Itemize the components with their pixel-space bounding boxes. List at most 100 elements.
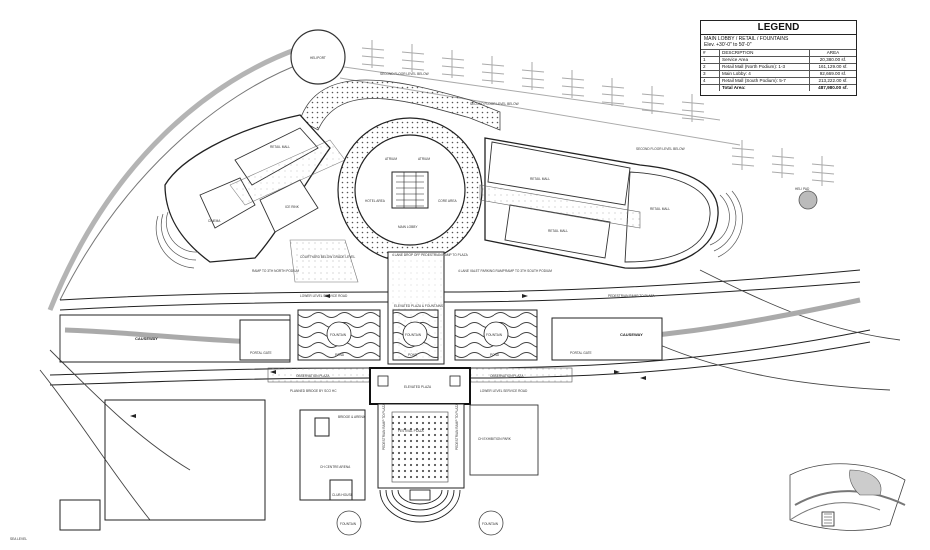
- east-fan-steps: [709, 190, 743, 258]
- causeway-west-label: CAUSEWAY: [135, 336, 158, 341]
- heli-pad-circle: [798, 190, 818, 210]
- site-inset-map: [789, 463, 906, 531]
- exhibition-park: [469, 404, 539, 476]
- legend-total-desc: Total Area:: [719, 84, 810, 91]
- retail-mall-right-label: RETAIL MALL: [548, 229, 568, 233]
- legend-subtitle-1: MAIN LOBBY / RETAIL / FOUNTAINS: [704, 36, 789, 42]
- ice-rink-label: ICE RINK: [285, 205, 300, 209]
- ped-ramp-right-label: PEDESTRIAN RAMP TO PLAZA: [455, 403, 459, 450]
- cinema-label: CINEMA: [208, 219, 221, 223]
- south-arc-steps: [379, 489, 461, 523]
- legend-title: LEGEND: [701, 21, 856, 35]
- core-area-label: CORE AREA: [438, 199, 457, 203]
- embankment-arc: [47, 45, 301, 311]
- fountain-east-label: FOUNTAIN: [486, 333, 503, 337]
- legend-total-area: 487,980.00 sf.: [809, 84, 856, 91]
- pond-west: [297, 309, 381, 361]
- valet-ramp-label: 4 LANE VALET PARKING RAMP: [458, 269, 505, 273]
- ramp-north-label: RAMP TO 3TH NORTH PODIUM: [252, 269, 299, 273]
- legend-row-area: 213,222.00 sf.: [809, 77, 856, 85]
- courtyard-label: COURTYARD BELOW GRADE LEVEL: [300, 255, 356, 259]
- elevated-plaza-label: ELEVATED PLAZA: [404, 385, 432, 389]
- legend-table: # DESCRIPTION AREA 1 Service Area 20,380…: [701, 49, 856, 91]
- pond-center-label: POND: [408, 353, 418, 357]
- causeway-west: [59, 314, 291, 363]
- portal-gate-east-label: PORTAL GATE: [570, 351, 592, 355]
- causeway-gray-band-west: [64, 327, 261, 345]
- road-arrows: [130, 294, 646, 418]
- legend-row-area: 92,669.00 sf.: [809, 70, 856, 78]
- second-floor-2-label: SECOND FLOOR LEVEL BELOW: [636, 147, 685, 151]
- pond-east-label: POND: [490, 353, 500, 357]
- festival-plaza-label: FESTIVAL PLAZA: [398, 429, 425, 433]
- legend-row: 3 Main Lobby: 4 92,669.00 sf.: [701, 70, 856, 78]
- observation-plaza-east-label: OBSERVATION PLAZA: [490, 374, 524, 378]
- legend-row-desc: Retail Mall (North Podium): 1-3: [719, 63, 810, 71]
- courtyard-area: [289, 239, 359, 283]
- fountain-west-label: FOUNTAIN: [330, 333, 347, 337]
- west-fan-steps: [155, 211, 199, 269]
- legend-row-desc: Service Area: [719, 56, 810, 64]
- legend-row: 2 Retail Mall (North Podium): 1-3 161,12…: [701, 63, 856, 71]
- lower-road-right-label: LOWER LEVEL SERVICE ROAD: [480, 389, 528, 393]
- club-house-label: CLUB HOUSE: [332, 493, 353, 497]
- heli-pad-label: HELI PAD: [795, 187, 810, 191]
- fountain-south-west-label: FOUNTAIN: [340, 522, 357, 526]
- south-west-blocks: [59, 399, 366, 531]
- legend-row: 1 Service Area 20,380.00 sf.: [701, 56, 856, 64]
- bridge-arena-label: BRIDGE & ARENA: [338, 415, 366, 419]
- fountain-south-east-label: FOUNTAIN: [482, 522, 499, 526]
- legend-header-row: # DESCRIPTION AREA: [701, 49, 856, 57]
- ch-centre-arena-label: CH CENTRE ARENA: [320, 465, 351, 469]
- fountain-center-label: FOUNTAIN: [405, 333, 422, 337]
- planned-bridge-label: PLANNED BRIDGE BY SCO HC: [290, 389, 337, 393]
- retail-mall-west-label: RETAIL MALL: [270, 145, 290, 149]
- drop-off-ramp-label: 4 LANE DROP OFF PEDESTRIAN RAMP TO PLAZA: [392, 253, 469, 257]
- legend-col-area: AREA: [809, 49, 856, 57]
- fountain-south-west: [336, 510, 362, 536]
- legend-row-num: 3: [701, 70, 720, 78]
- causeway-east: [551, 317, 663, 361]
- core-block: [391, 171, 429, 209]
- hotel-area-label: HOTEL AREA: [365, 199, 386, 203]
- legend-row-desc: Main Lobby: 4: [719, 70, 810, 78]
- ped-ramp-left-label: PEDESTRIAN RAMP TO PLAZA: [382, 403, 386, 450]
- legend-total-row: Total Area: 487,980.00 sf.: [701, 84, 856, 91]
- legend-row-num: 2: [701, 63, 720, 71]
- elevated-plaza-fountains-label: ELEVATED PLAZA & FOUNTAINS: [394, 304, 443, 308]
- main-lobby-label: MAIN LOBBY: [398, 225, 418, 229]
- atrium-left-label: ATRIUM: [385, 157, 397, 161]
- sea-level-label: SEA LEVEL: [10, 537, 27, 541]
- lower-road-left-label: LOWER LEVEL SERVICE ROAD: [300, 294, 348, 298]
- pond-east: [454, 309, 538, 361]
- legend-row-num: 4: [701, 77, 720, 85]
- legend-row-num: 1: [701, 56, 720, 64]
- legend-subtitle-2: Elev. +30'-0" to 50'-0": [704, 42, 752, 48]
- second-floor-3-label: SECOND FLOOR LEVEL BELOW: [380, 72, 429, 76]
- heliport-circle: [290, 29, 346, 85]
- ch-exhibition-label: CH EXHIBITION PARK: [478, 437, 512, 441]
- second-floor-1-label: SECOND FLOOR LEVEL BELOW: [470, 102, 519, 106]
- observation-plaza-west-label: OBSERVATION PLAZA: [296, 374, 330, 378]
- legend-row-area: 161,129.00 sf.: [809, 63, 856, 71]
- legend-total-num: [701, 84, 720, 91]
- fountain-south-east: [478, 510, 504, 536]
- ped-ramp-plaza-label: PEDESTRIAN RAMP TO PLAZA: [608, 294, 655, 298]
- heliport-label: HELIPORT: [310, 56, 326, 60]
- causeway-east-label: CAUSEWAY: [620, 332, 643, 337]
- legend-row-desc: Retail Mall (South Podium): 5-7: [719, 77, 810, 85]
- atrium-right-label: ATRIUM: [418, 157, 430, 161]
- legend-row: 4 Retail Mall (South Podium): 5-7 213,22…: [701, 77, 856, 85]
- legend-col-num: #: [701, 49, 720, 57]
- legend-panel: LEGEND MAIN LOBBY / RETAIL / FOUNTAINS E…: [700, 20, 857, 96]
- pond-center: [392, 309, 439, 361]
- retail-mall-east-label: RETAIL MALL: [650, 207, 670, 211]
- legend-row-area: 20,380.00 sf.: [809, 56, 856, 64]
- pond-west-label: POND: [335, 353, 345, 357]
- portal-gate-west-label: PORTAL GATE: [250, 351, 272, 355]
- ramp-south-label: RAMP TO 3TH SOUTH PODIUM: [505, 269, 552, 273]
- north-dotted-band: [299, 79, 501, 131]
- legend-col-desc: DESCRIPTION: [719, 49, 810, 57]
- retail-mall-center-label: RETAIL MALL: [530, 177, 550, 181]
